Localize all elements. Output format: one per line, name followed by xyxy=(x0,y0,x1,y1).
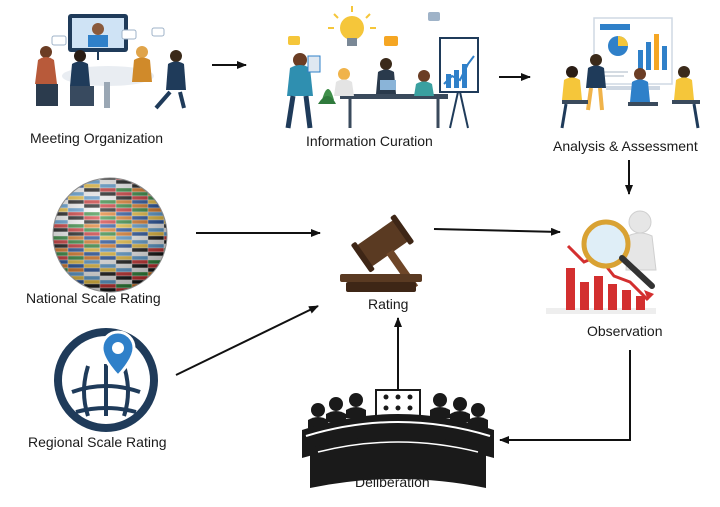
label-rating: Rating xyxy=(368,296,409,312)
label-observation: Observation xyxy=(587,323,663,339)
meeting-illustration xyxy=(35,14,186,110)
label-regional-scale-rating: Regional Scale Rating xyxy=(28,434,167,450)
label-analysis-assessment: Analysis & Assessment xyxy=(553,138,698,154)
flag-globe-icon xyxy=(52,177,168,293)
label-national-scale-rating: National Scale Rating xyxy=(26,290,161,306)
arrow-rating-to-observation xyxy=(433,227,561,236)
globe-pin-icon xyxy=(54,328,158,432)
arrow-observation-to-deliberation xyxy=(499,350,631,444)
label-meeting-organization: Meeting Organization xyxy=(30,130,164,146)
conference-table-icon xyxy=(302,389,494,488)
magnifier-chart-icon xyxy=(546,210,657,314)
presentation-illustration xyxy=(560,17,700,129)
label-information-curation: Information Curation xyxy=(306,133,433,149)
label-deliberation: Deliberation xyxy=(355,474,430,490)
flow-arrows xyxy=(175,61,633,444)
gavel-icon xyxy=(340,214,422,292)
team-collaboration-illustration xyxy=(285,6,479,129)
arrow-regional-to-rating xyxy=(175,305,319,376)
